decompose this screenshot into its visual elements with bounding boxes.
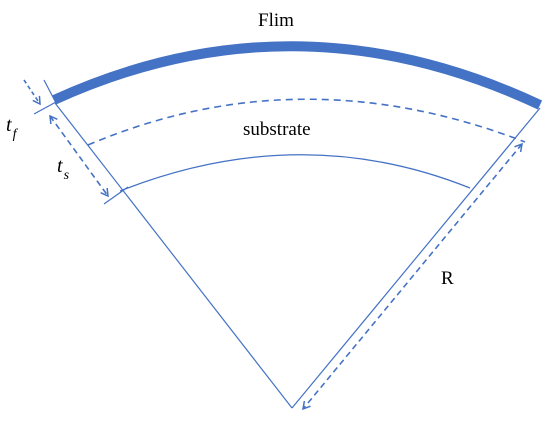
substrate-label: substrate [243, 119, 311, 140]
substrate-inner-arc [119, 154, 471, 192]
radius-arrow [302, 142, 523, 411]
film-thickness-arrow [23, 79, 41, 106]
film-thickness-subscript: f [13, 127, 19, 142]
film-thickness-label: tf [6, 114, 19, 142]
neutral-axis-dashed-arc [87, 98, 526, 146]
film-label: Flim [258, 10, 294, 31]
radial-line-left [54, 102, 293, 409]
substrate-edge-tick-left [103, 186, 129, 205]
substrate-thickness-subscript: s [64, 168, 70, 183]
film-thickness-symbol: t [6, 114, 12, 136]
substrate-thickness-label: ts [57, 155, 70, 183]
film-edge-tick-left [43, 79, 57, 104]
substrate-thickness-arrow [49, 114, 109, 198]
substrate-top-tick-left [33, 101, 57, 115]
radial-line-right [291, 107, 541, 409]
film-layer-arc [51, 41, 543, 110]
radius-label: R [441, 268, 454, 289]
substrate-thickness-symbol: t [57, 155, 63, 177]
